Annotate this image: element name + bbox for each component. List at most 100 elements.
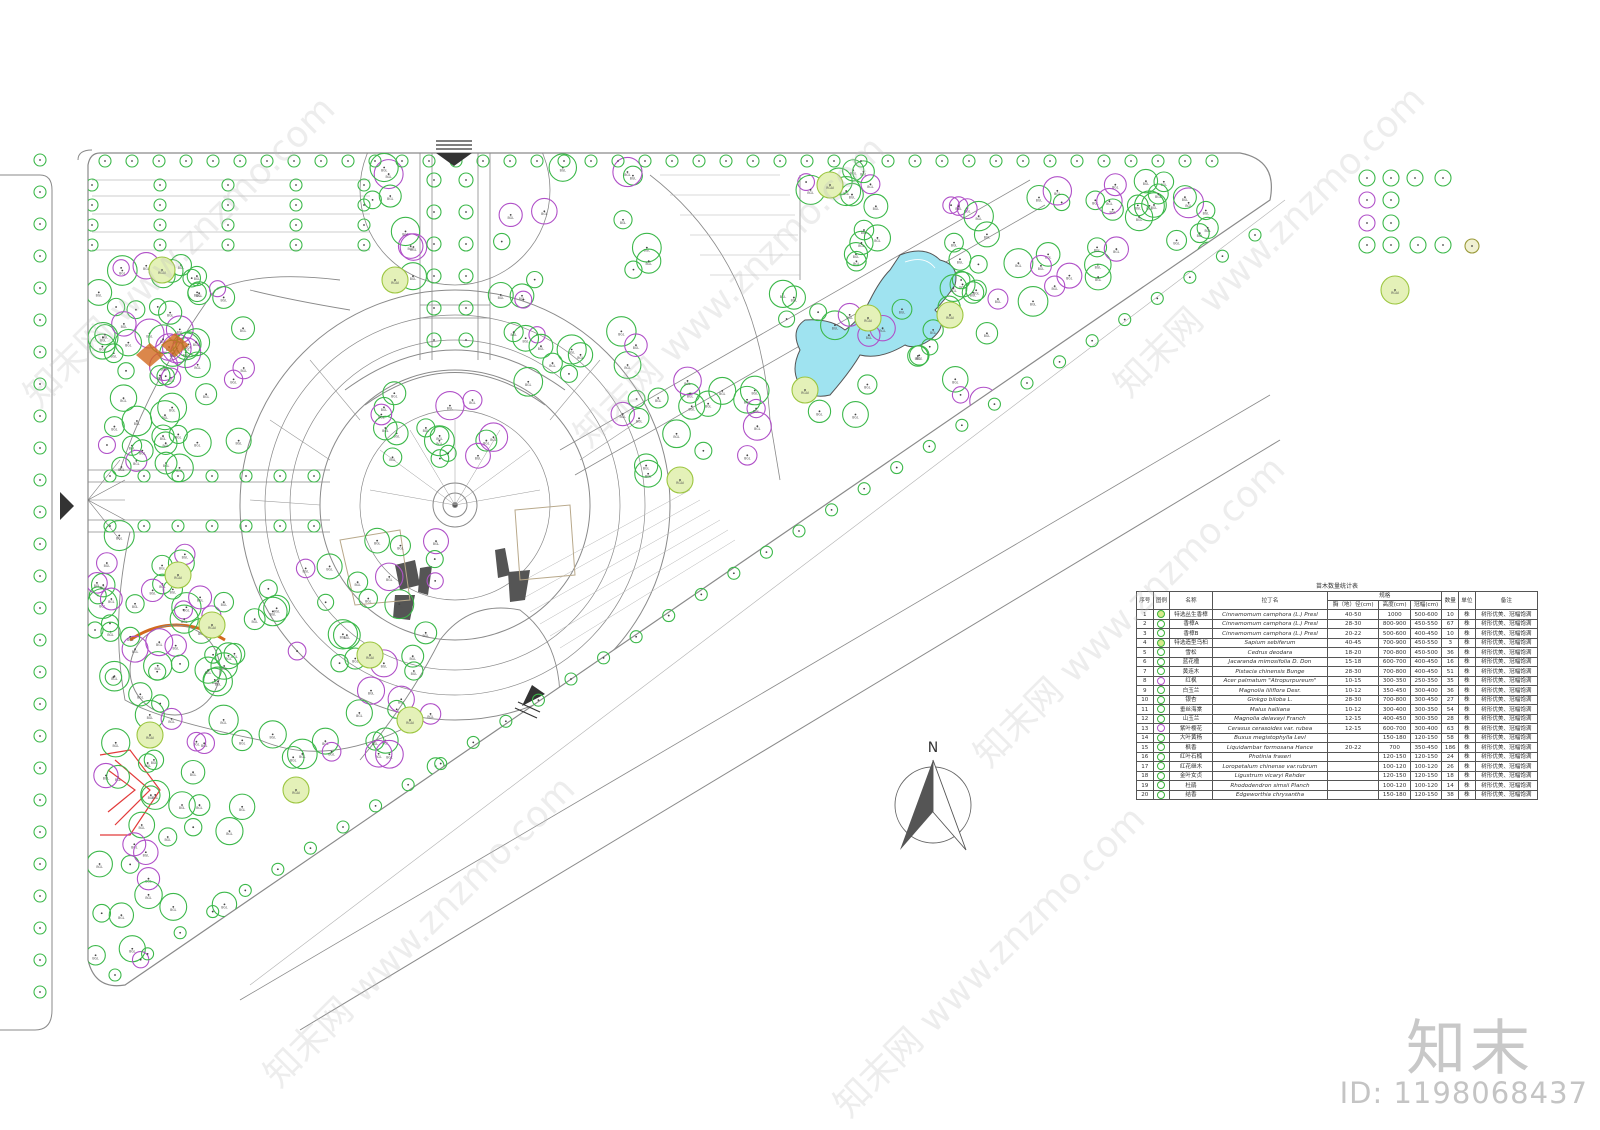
- tree-icon: [1358, 169, 1376, 187]
- tree-icon: BGL: [187, 282, 207, 303]
- tree-icon: BGL: [88, 322, 119, 353]
- tree-icon: [182, 268, 202, 288]
- tree-icon: BGL: [528, 333, 554, 359]
- svg-text:BGL: BGL: [203, 395, 210, 399]
- tree-icon: BGL: [1147, 183, 1169, 205]
- svg-text:BGL: BGL: [372, 742, 379, 746]
- svg-text:BGL: BGL: [490, 438, 497, 442]
- tree-icon: BGL: [231, 316, 256, 341]
- tree-icon: BGL: [1085, 190, 1106, 211]
- svg-text:BGL: BGL: [410, 248, 417, 252]
- cell-name: 香樟B: [1169, 628, 1213, 639]
- svg-text:BGL: BGL: [630, 177, 637, 181]
- tree-icon: [1118, 313, 1132, 327]
- tree-icon: BGL: [382, 447, 403, 468]
- legend-symbol-icon: [1152, 761, 1171, 772]
- legend-symbol-icon: [1152, 704, 1171, 715]
- svg-text:BGL: BGL: [159, 567, 166, 571]
- cell-note: 树形优美、冠幅饱满: [1474, 751, 1539, 763]
- tree-icon: BGL: [843, 241, 869, 267]
- tree-icon: [857, 482, 871, 496]
- tree-icon: [955, 418, 969, 432]
- tree-icon: [88, 621, 104, 639]
- svg-text:BGL: BGL: [1161, 183, 1168, 187]
- tree-icon: RGAI: [666, 466, 694, 494]
- svg-text:BGL: BGL: [100, 338, 107, 342]
- svg-text:BGL: BGL: [899, 310, 906, 314]
- svg-text:BGL: BGL: [950, 289, 957, 293]
- svg-text:BGL: BGL: [705, 405, 712, 409]
- tree-icon: BGL: [128, 682, 153, 707]
- svg-text:BGL: BGL: [299, 755, 306, 759]
- svg-text:RGAI: RGAI: [946, 316, 954, 320]
- tree-icon: BGL: [88, 850, 113, 878]
- tree-icon: [1434, 169, 1452, 187]
- tree-icon: [106, 297, 126, 317]
- tree-icon: BGL: [922, 319, 944, 341]
- tree-icon: [597, 651, 611, 665]
- svg-text:BGL: BGL: [673, 435, 680, 439]
- svg-text:BGL: BGL: [843, 192, 850, 196]
- tree-icon: [1183, 270, 1197, 284]
- svg-text:BGL: BGL: [957, 260, 964, 264]
- svg-text:BGL: BGL: [99, 348, 106, 352]
- svg-text:BGL: BGL: [269, 735, 276, 739]
- cell-no: 14: [1136, 732, 1154, 744]
- svg-text:BGL: BGL: [423, 429, 430, 433]
- cell-qty: 35: [1441, 675, 1460, 687]
- tree-icon: [287, 641, 307, 661]
- tree-icon: [108, 968, 122, 982]
- tree-icon: BGL: [944, 232, 964, 253]
- svg-text:BGL: BGL: [753, 410, 760, 414]
- svg-text:BGL: BGL: [1036, 199, 1043, 203]
- svg-text:BGL: BGL: [568, 350, 575, 354]
- cell-note: 树形优美、冠幅饱满: [1474, 656, 1539, 668]
- svg-text:BGL: BGL: [861, 231, 868, 235]
- cell-latin: Magnolia delavayi Franch: [1211, 713, 1329, 725]
- tree-icon: [1053, 355, 1067, 369]
- tree-icon: BGL: [195, 383, 218, 406]
- tree-icon: [88, 238, 99, 252]
- cell-no: 17: [1136, 761, 1154, 772]
- cell-dbh: 10-15: [1327, 675, 1380, 687]
- tree-icon: BGL: [891, 298, 913, 320]
- svg-text:BGL: BGL: [231, 655, 238, 659]
- cell-latin: Magnolia liliflora Desr.: [1211, 685, 1329, 696]
- tree-icon: BGL: [159, 892, 188, 921]
- svg-text:BGL: BGL: [115, 778, 122, 782]
- svg-text:BGL: BGL: [92, 956, 99, 960]
- cell-qty: 67: [1441, 618, 1460, 630]
- tree-icon: BGL: [1103, 173, 1127, 197]
- tree-icon: [173, 926, 187, 940]
- cell-crown: 450-550: [1409, 637, 1443, 649]
- svg-text:BGL: BGL: [1173, 241, 1180, 245]
- cell-height: 100-120: [1378, 780, 1411, 791]
- svg-text:BGL: BGL: [185, 345, 192, 349]
- svg-text:BGL: BGL: [240, 329, 247, 333]
- tree-icon: [206, 905, 220, 919]
- cell-dbh: [1327, 770, 1380, 782]
- cell-note: 树形优美、冠幅饱满: [1474, 618, 1539, 630]
- tree-icon: BGL: [390, 216, 421, 247]
- tree-icon: BGL: [512, 324, 540, 352]
- tree-icon: [233, 154, 247, 168]
- tree-icon: [1085, 334, 1099, 348]
- tree-icon: BGL: [678, 392, 706, 420]
- svg-text:BGL: BGL: [239, 741, 246, 745]
- tree-icon: [33, 185, 47, 199]
- svg-text:BGL: BGL: [618, 332, 625, 336]
- tree-icon: [476, 154, 490, 168]
- tree-icon: BGL: [973, 221, 1000, 248]
- tree-icon: BGL: [99, 587, 123, 611]
- cell-height: 1000: [1378, 609, 1411, 620]
- svg-text:BGL: BGL: [179, 806, 186, 810]
- tree-icon: BGL: [213, 937, 238, 962]
- tree-icon: [426, 300, 442, 316]
- cell-note: 树形优美、冠幅饱满: [1474, 685, 1539, 696]
- svg-text:BGL: BGL: [352, 660, 359, 664]
- tree-icon: RGAI: [198, 611, 226, 639]
- tree-icon: BGL: [140, 578, 165, 603]
